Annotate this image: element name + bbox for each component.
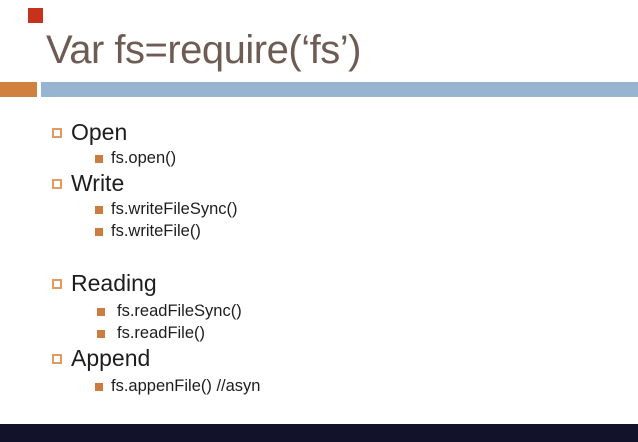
square-filled-bullet-icon [97,330,105,338]
bullet-item-fs-readfilesync: fs.readFileSync() [97,302,242,321]
bullet-label: Write [71,170,125,196]
square-filled-bullet-icon [95,383,103,391]
bullet-label: fs.readFile() [117,324,206,342]
square-filled-bullet-icon [95,206,103,214]
bullet-label: fs.writeFile() [111,222,201,240]
bullet-label: Open [71,119,128,145]
bottom-bar [0,424,638,442]
square-filled-bullet-icon [95,155,103,163]
red-corner-mark [28,8,43,23]
bullet-item-append: Append [52,345,150,371]
bullet-item-open: Open [52,119,127,145]
bullet-label: fs.appenFile() //asyn [111,377,261,395]
square-filled-bullet-icon [97,308,105,316]
bullet-item-fs-open: fs.open() [95,149,176,168]
bullet-label: fs.open() [111,149,177,167]
bullet-item-reading: Reading [52,270,157,296]
square-filled-bullet-icon [95,228,103,236]
bullet-item-write: Write [52,170,124,196]
square-outline-bullet-icon [52,354,62,364]
slide-title: Var fs=require(‘fs’) [46,28,361,72]
divider-blue-bar [41,82,638,97]
divider-orange-segment [0,82,37,97]
square-outline-bullet-icon [52,279,62,289]
square-outline-bullet-icon [52,128,62,138]
bullet-label: fs.readFileSync() [117,302,242,320]
bullet-label: Append [71,345,151,371]
bullet-item-fs-writefile: fs.writeFile() [95,222,201,241]
bullet-label: Reading [71,270,157,296]
bullet-item-fs-readfile: fs.readFile() [97,324,205,343]
bullet-label: fs.writeFileSync() [111,200,238,218]
square-outline-bullet-icon [52,179,62,189]
bullet-item-fs-writefilesync: fs.writeFileSync() [95,200,238,219]
bullet-item-fs-appenfile: fs.appenFile() //asyn [95,377,260,396]
